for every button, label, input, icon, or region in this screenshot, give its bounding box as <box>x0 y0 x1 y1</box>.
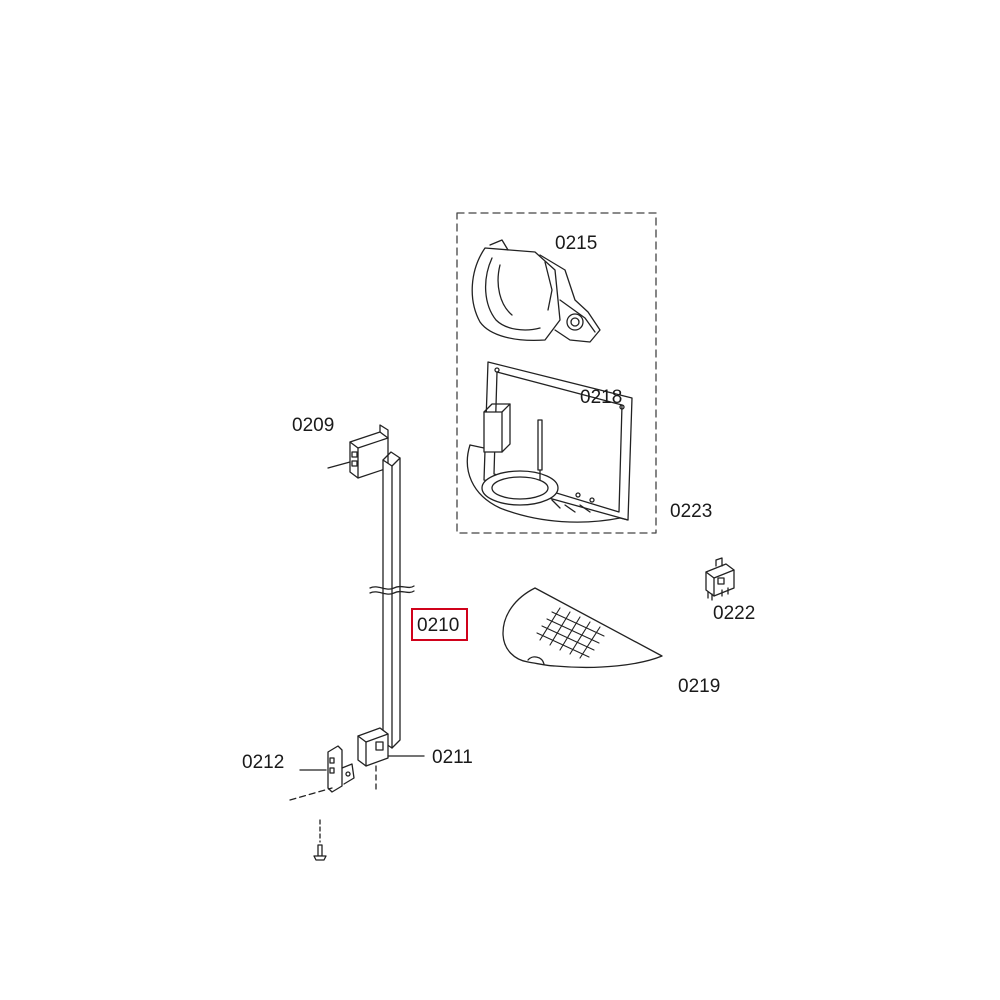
label-0218: 0218 <box>580 387 623 408</box>
lamp-panel-0218 <box>466 361 633 523</box>
label-0212: 0212 <box>242 752 285 773</box>
label-0211: 0211 <box>432 747 473 768</box>
lower-bracket-0211 <box>357 727 425 791</box>
lamp-housing-0215 <box>471 239 601 343</box>
label-0222: 0222 <box>713 603 756 624</box>
cover-0219 <box>502 587 663 669</box>
label-0210[interactable]: 0210 <box>417 615 460 636</box>
screw <box>313 819 327 861</box>
clip-bracket-0212 <box>289 745 355 801</box>
assembly-group-frame <box>456 212 657 534</box>
label-0215: 0215 <box>555 233 598 254</box>
label-0209: 0209 <box>292 415 335 436</box>
upper-bracket-0209 <box>327 424 389 479</box>
connector-0222 <box>705 557 735 601</box>
label-0219: 0219 <box>678 676 721 697</box>
vertical-profile-0210 <box>369 451 415 749</box>
highlight-box-0210 <box>411 608 468 641</box>
label-0223: 0223 <box>670 501 713 522</box>
